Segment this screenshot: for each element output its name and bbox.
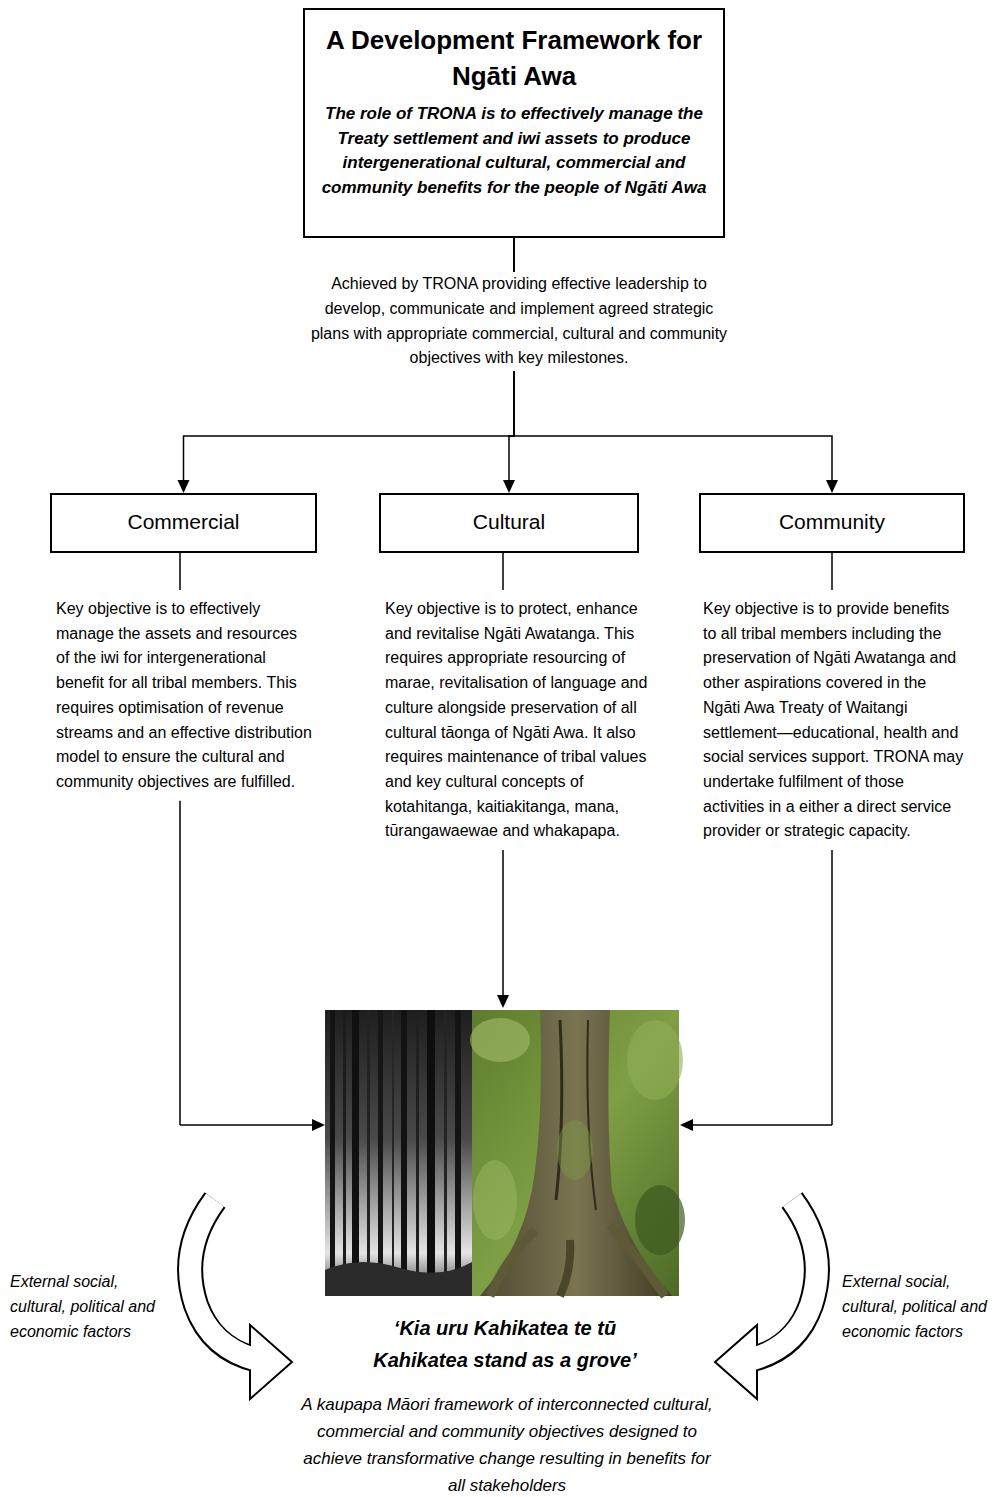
framework-caption: A kaupapa Māori framework of interconnec… — [296, 1391, 718, 1497]
leader-line — [831, 553, 833, 590]
arrow-head — [497, 995, 509, 1008]
node-body: The role of TRONA is to effectively mana… — [305, 102, 723, 210]
flow-line — [179, 801, 181, 1125]
factors-note: External social, cultural, political and… — [10, 1270, 174, 1344]
node-heading: Community — [701, 495, 963, 549]
objective-text: Key objective is to provide benefits to … — [703, 597, 967, 844]
node-heading: Cultural — [381, 495, 637, 549]
proverb: ‘Kia uru Kahikatea te tū — [300, 1314, 710, 1342]
curved-arrow — [190, 1200, 292, 1399]
node-heading: A Development Framework for Ngāti Awa — [305, 10, 723, 102]
category-box: Community — [699, 493, 965, 553]
flow-line — [502, 850, 504, 996]
node-heading: Commercial — [52, 495, 315, 549]
title-box: A Development Framework for Ngāti AwaThe… — [303, 8, 725, 238]
leader-line — [179, 553, 181, 590]
curved-arrow — [715, 1200, 817, 1399]
flow-line — [831, 850, 833, 1125]
factors-note: External social, cultural, political and… — [842, 1270, 1002, 1344]
strategy-note: Achieved by TRONA providing effective le… — [306, 272, 732, 371]
category-box: Commercial — [50, 493, 317, 553]
arrow-head — [680, 1119, 693, 1131]
forest-photo — [325, 1010, 685, 1296]
arrow-head — [312, 1119, 325, 1131]
flow-line — [692, 1124, 832, 1126]
flow-line — [180, 1124, 313, 1126]
objective-text: Key objective is to protect, enhance and… — [385, 597, 649, 844]
category-box: Cultural — [379, 493, 639, 553]
objective-text: Key objective is to effectively manage t… — [56, 597, 314, 795]
proverb: Kahikatea stand as a grove’ — [300, 1346, 710, 1374]
leader-line — [502, 553, 504, 590]
